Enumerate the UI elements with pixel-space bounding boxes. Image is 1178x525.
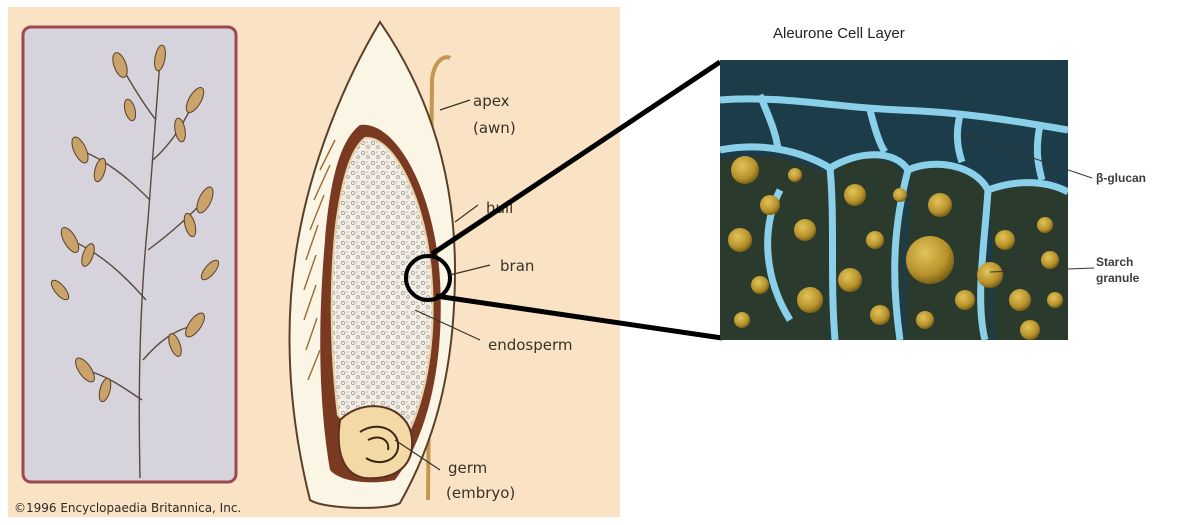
label-beta-glucan: β-glucan bbox=[1096, 171, 1146, 185]
label-granule: granule bbox=[1096, 271, 1140, 285]
label-embryo: (embryo) bbox=[446, 484, 515, 502]
label-bran: bran bbox=[500, 257, 534, 275]
label-awn: (awn) bbox=[473, 119, 516, 137]
label-germ: germ bbox=[448, 459, 487, 477]
germ bbox=[339, 406, 412, 478]
micrograph-labels: β-glucan Starch granule bbox=[1096, 171, 1146, 285]
aleurone-micrograph bbox=[720, 60, 1068, 340]
oat-plant-panel bbox=[23, 27, 236, 482]
label-apex: apex bbox=[473, 92, 510, 110]
copyright-notice: ©1996 Encyclopaedia Britannica, Inc. bbox=[14, 501, 241, 515]
label-starch: Starch bbox=[1096, 255, 1133, 269]
label-endosperm: endosperm bbox=[488, 336, 573, 354]
micrograph-title: Aleurone Cell Layer bbox=[773, 25, 905, 42]
